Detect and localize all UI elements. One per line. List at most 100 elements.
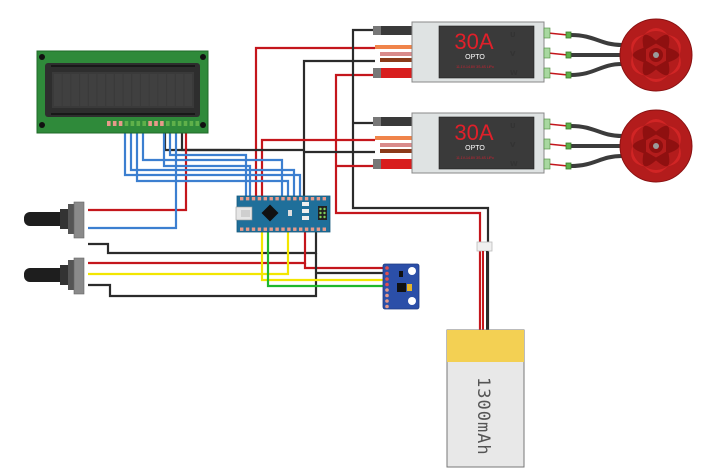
nano-pin (281, 197, 285, 201)
imu-pin (385, 288, 389, 292)
lcd-pin (112, 121, 117, 126)
lcd-cell (97, 74, 106, 106)
lcd-cell (149, 74, 158, 106)
battery-top-band (447, 330, 524, 362)
lcd-pin (189, 121, 194, 126)
esc-label-panel (438, 25, 535, 79)
lcd-cell (114, 74, 123, 106)
wire-esc1-u (547, 32, 569, 36)
esc-rating: 30A (454, 120, 493, 145)
lcd-pin (154, 121, 158, 126)
wire-red-pot2-vcc (88, 232, 307, 265)
potentiometer-bottom (24, 257, 85, 295)
pot-body (73, 201, 85, 239)
nano-pin (293, 197, 297, 201)
nano-pin (269, 197, 273, 201)
nano-pin (240, 227, 244, 231)
wire-blue-lcd-d3 (135, 125, 290, 198)
wire-red-esc1-5v (254, 46, 375, 198)
esc-phase-label: V (510, 141, 516, 149)
motor-spoke (666, 47, 679, 63)
nano-pin (287, 227, 291, 231)
esc-phase-label: W (510, 160, 518, 168)
wire-blue-lcd-rs (162, 125, 252, 198)
lcd-cell (80, 74, 88, 106)
icsp-header (318, 206, 327, 220)
wire-blue-lcd-v0 (88, 125, 178, 230)
esc-output-terminal (543, 67, 551, 79)
motor-spoke (654, 150, 670, 167)
wire-yellow-pot2-wiper (88, 232, 290, 276)
wire-green-imu-sda (266, 232, 388, 288)
imu-pin (385, 304, 389, 309)
imu-pin (385, 282, 389, 287)
motor-top (619, 18, 693, 92)
wire-esc1-w (547, 72, 569, 76)
esc-rating: 30A (454, 29, 493, 54)
lcd-pin (160, 121, 164, 126)
nano-pin (293, 227, 297, 231)
imu-mpu6050 (382, 263, 420, 310)
lcd-pin (183, 121, 188, 126)
motor-spoke (633, 138, 646, 154)
lcd-module (36, 50, 209, 134)
lcd-cell (184, 74, 193, 106)
wire-black-esc1-gnd (302, 59, 375, 198)
imu-pin (385, 266, 389, 270)
pot-knob (24, 212, 70, 226)
lcd-pin (118, 121, 123, 126)
nano-pin (257, 197, 262, 201)
wire-esc2-w (547, 163, 569, 167)
wire-blue-lcd-d1 (123, 125, 302, 198)
nano-pin (322, 227, 326, 231)
esc-phase-label: U (510, 122, 516, 130)
motor-shaft (653, 143, 659, 149)
lcd-cell (175, 74, 184, 106)
nano-pin (316, 197, 321, 201)
nano-pin (275, 227, 279, 231)
nano-pin (269, 227, 273, 231)
imu-pin (385, 271, 389, 276)
wire-yellow-imu-scl (260, 232, 388, 282)
nano-pin (322, 197, 326, 201)
nano-pin (310, 227, 315, 231)
lcd-cell (167, 74, 175, 106)
nano-pin (275, 197, 279, 201)
lcd-pin (195, 121, 200, 126)
wire-black-pot1-gnd (88, 232, 318, 255)
motor1-lead-u (569, 33, 624, 47)
motor-shaft (653, 52, 659, 58)
nano-pin (263, 227, 267, 231)
nano-pin (304, 197, 309, 201)
lcd-pin (107, 121, 111, 126)
motor-spoke (633, 47, 646, 63)
lcd-pin (124, 121, 129, 126)
motor-spoke (642, 34, 658, 51)
wire-blue-lcd-d2 (129, 125, 296, 198)
motor-spoke (642, 59, 658, 76)
lcd-cell (123, 74, 132, 106)
motor-spoke (666, 138, 679, 154)
motor-spoke (642, 125, 658, 142)
nano-pin (263, 197, 267, 201)
nano-pin (245, 197, 250, 201)
battery-1300mah: 1300mAh (446, 251, 525, 468)
motor-spoke (654, 125, 670, 142)
esc-brand: OPTO (465, 54, 485, 61)
esc-output-terminal (543, 138, 551, 150)
esc-output-terminal (543, 158, 551, 170)
esc-output-terminal (543, 47, 551, 59)
wire-red-lcd-vcc (88, 125, 188, 212)
nano-pin (245, 227, 250, 231)
wire-esc2-v (547, 143, 569, 147)
wire-esc2-u (547, 123, 569, 127)
nano-mcu-chip (261, 204, 279, 222)
lcd-pin (177, 121, 182, 126)
nano-pin (299, 197, 303, 201)
nano-pin (251, 197, 256, 201)
lcd-cell (141, 74, 149, 106)
lcd-pin (142, 121, 146, 126)
